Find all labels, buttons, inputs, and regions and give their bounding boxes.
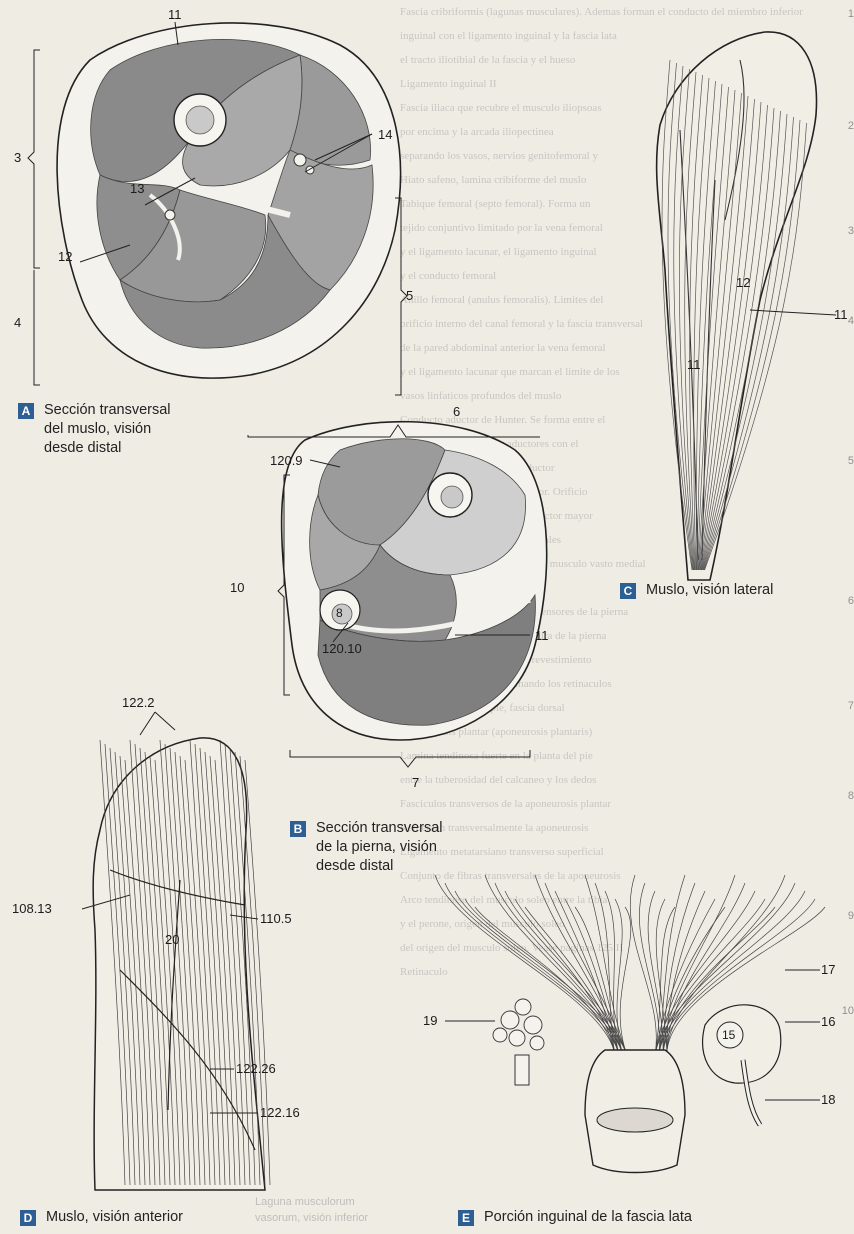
- label-3: 3: [14, 151, 21, 165]
- label-120-10: 120.10: [322, 642, 362, 656]
- figure-c-caption: C Muslo, visión lateral: [620, 581, 773, 600]
- label-18: 18: [821, 1093, 835, 1107]
- fascia-fiber: [620, 907, 631, 1055]
- label-108-13: 108.13: [12, 902, 52, 916]
- label-122-2: 122.2: [122, 696, 155, 710]
- figure-c-caption-text: Muslo, visión lateral: [646, 581, 773, 600]
- figure-d-drawing: [0, 690, 330, 1210]
- label-5: 5: [406, 289, 413, 303]
- label-4: 4: [14, 316, 21, 330]
- figure-c-thigh-lateral: 12 11 11: [640, 20, 850, 600]
- label-20: 20: [165, 933, 179, 947]
- fascia-fiber: [630, 875, 656, 1055]
- figure-e-inguinal-fascia-lata: 17 19 15 16 18: [425, 855, 854, 1200]
- label-11: 11: [535, 629, 549, 643]
- label-14: 14: [378, 128, 392, 142]
- fascia-fiber: [495, 883, 623, 1055]
- label-8: 8: [336, 606, 343, 620]
- figure-b-caption-text: Sección transversal de la pierna, visión…: [316, 819, 443, 876]
- figure-e-badge: E: [458, 1210, 474, 1226]
- margin-number: 1: [848, 8, 854, 20]
- label-12: 12: [736, 276, 750, 290]
- fascia-fiber: [525, 907, 619, 1055]
- figure-c-drawing: [640, 20, 850, 600]
- margin-number: 7: [848, 700, 854, 712]
- figure-d-caption: D Muslo, visión anterior: [20, 1208, 183, 1227]
- label-10: 10: [230, 581, 244, 595]
- label-17: 17: [821, 963, 835, 977]
- label-16: 16: [821, 1015, 835, 1029]
- label-11: 11: [834, 308, 848, 322]
- label-15: 15: [722, 1028, 735, 1042]
- figure-e-drawing: [425, 855, 854, 1200]
- fascia-fiber: [465, 899, 627, 1055]
- label-11: 11: [168, 8, 182, 22]
- label-6: 6: [453, 405, 460, 419]
- label-13: 13: [130, 182, 144, 196]
- figure-c-badge: C: [620, 583, 636, 599]
- figure-a-drawing: [0, 0, 420, 440]
- figure-a-caption-text: Sección transversal del muslo, visión de…: [44, 401, 171, 458]
- margin-number: 8: [848, 790, 854, 802]
- fascia-fiber: [667, 891, 705, 1055]
- label-19: 19: [423, 1014, 437, 1028]
- figure-a-badge: A: [18, 403, 34, 419]
- label-7: 7: [412, 776, 419, 790]
- label-11: 11: [687, 358, 701, 372]
- figure-d-caption-text: Muslo, visión anterior: [46, 1208, 183, 1227]
- figure-e-caption-text: Porción inguinal de la fascia lata: [484, 1208, 692, 1227]
- figure-e-caption: E Porción inguinal de la fascia lata: [458, 1208, 692, 1227]
- figure-d-badge: D: [20, 1210, 36, 1226]
- label-12: 12: [58, 250, 72, 264]
- label-120-9: 120.9: [270, 454, 303, 468]
- figure-a-caption: A Sección transversal del muslo, visión …: [18, 401, 171, 458]
- figure-a-thigh-cross-section: 11 14 3 13 12 5 4: [0, 0, 420, 440]
- label-122-26: 122.26: [236, 1062, 276, 1076]
- figure-d-thigh-anterior: 122.2 108.13 110.5 20 122.26 122.16: [0, 690, 330, 1210]
- label-110-5: 110.5: [260, 912, 292, 926]
- label-122-16: 122.16: [260, 1106, 300, 1120]
